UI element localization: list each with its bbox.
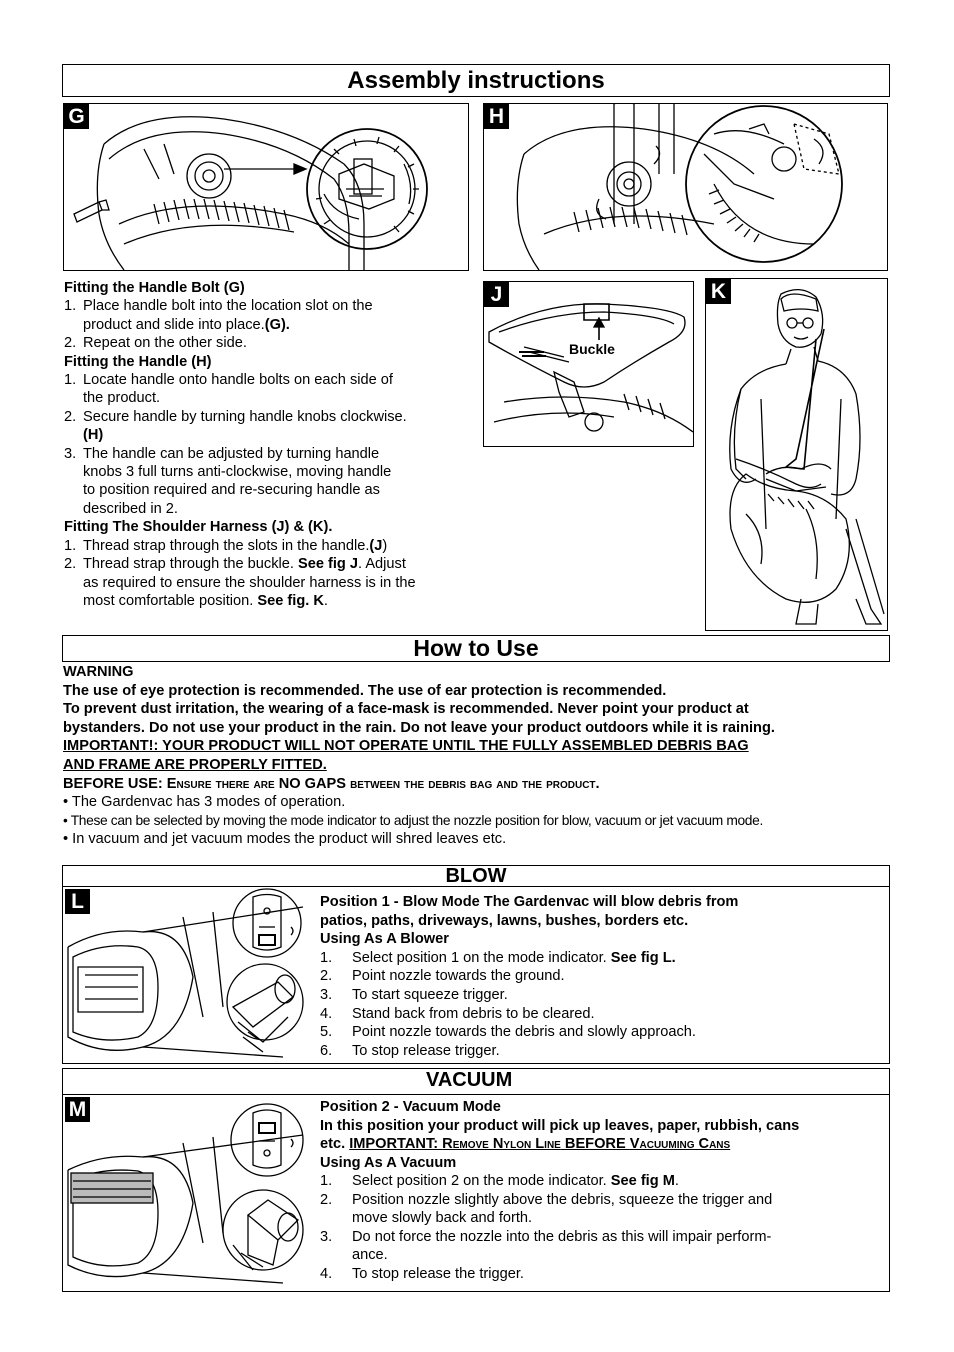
figure-j-label: J xyxy=(484,282,509,307)
how-to-use-title: How to Use xyxy=(62,635,890,662)
vacuum-step-4: 4.To stop release the trigger. xyxy=(320,1265,524,1282)
important-line-2: AND FRAME ARE PROPERLY FITTED. xyxy=(63,756,327,773)
handle-step-1: 1. Locate handle onto handle bolts on ea… xyxy=(64,372,393,407)
assembly-instructions-title: Assembly instructions xyxy=(62,64,890,97)
handle-bolt-illustration xyxy=(73,116,428,270)
warning-line-3: bystanders. Do not use your product in t… xyxy=(63,719,775,736)
blow-subheading: Using As A Blower xyxy=(320,931,449,948)
blow-step-5: 5.Point nozzle towards the debris and sl… xyxy=(320,1024,696,1041)
vacuum-step-2: 2.Position nozzle slightly above the deb… xyxy=(320,1191,773,1227)
vacuum-box xyxy=(62,1094,890,1292)
blow-heading-2: patios, paths, driveways, lawns, bushes,… xyxy=(320,912,689,929)
figure-l-label: L xyxy=(65,889,90,914)
vacuum-line-1: In this position your product will pick … xyxy=(320,1117,800,1134)
warning-line-2: To prevent dust irritation, the wearing … xyxy=(63,701,749,718)
handle-knob-illustration xyxy=(516,104,843,270)
shoulder-strap-illustration xyxy=(488,303,693,433)
figure-k-label: K xyxy=(706,279,731,304)
vacuum-text: Position 2 - Vacuum Mode In this positio… xyxy=(320,1098,885,1283)
vacuum-heading: Position 2 - Vacuum Mode xyxy=(320,1099,501,1115)
handle-bolt-heading: Fitting the Handle Bolt (G) xyxy=(64,280,245,296)
mode-bullet-3: • In vacuum and jet vacuum modes the pro… xyxy=(63,831,507,848)
vacuum-title: VACUUM xyxy=(62,1068,890,1095)
blow-heading-1: Position 1 - Blow Mode The Gardenvac wil… xyxy=(320,894,739,910)
important-line-1: IMPORTANT!: YOUR PRODUCT WILL NOT OPERAT… xyxy=(63,738,749,755)
vacuum-step-1: 1.Select position 2 on the mode indicato… xyxy=(320,1173,679,1189)
vacuum-mode-illustration xyxy=(67,1103,304,1284)
blow-step-1: 1.Select position 1 on the mode indicato… xyxy=(320,949,676,966)
before-use-line: BEFORE USE: Ensure there are NO GAPS bet… xyxy=(63,775,600,792)
person-with-harness-illustration xyxy=(729,289,885,625)
blow-title: BLOW xyxy=(62,865,890,887)
mode-bullet-2: • These can be selected by moving the mo… xyxy=(63,812,763,828)
figure-g: G xyxy=(63,103,469,271)
warning-line-1: The use of eye protection is recommended… xyxy=(63,682,667,699)
blow-step-3: 3.To start squeeze trigger. xyxy=(320,986,508,1003)
mode-bullet-1: • The Gardenvac has 3 modes of operation… xyxy=(63,794,346,811)
warning-section: WARNING The use of eye protection is rec… xyxy=(63,663,913,849)
handle-heading: Fitting the Handle (H) xyxy=(64,353,212,370)
vacuum-subheading: Using As A Vacuum xyxy=(320,1154,457,1171)
warning-label: WARNING xyxy=(63,664,134,680)
harness-step-2: 2. Thread strap through the buckle. See … xyxy=(64,556,416,609)
handle-step-2: 2. Secure handle by turning handle knobs… xyxy=(64,408,407,444)
figure-k: K xyxy=(705,278,888,631)
figure-m-label: M xyxy=(65,1097,90,1122)
blow-step-4: 4.Stand back from debris to be cleared. xyxy=(320,1005,595,1022)
blow-box xyxy=(62,886,890,1064)
figure-m: M xyxy=(63,1095,315,1291)
blow-step-2: 2.Point nozzle towards the ground. xyxy=(320,968,565,985)
figure-g-label: G xyxy=(64,104,89,129)
blow-text: Position 1 - Blow Mode The Gardenvac wil… xyxy=(320,893,885,1060)
handle-bolt-step-2: 2. Repeat on the other side. xyxy=(64,335,247,352)
buckle-label: Buckle xyxy=(569,341,615,357)
vacuum-step-3: 3.Do not force the nozzle into the debri… xyxy=(320,1228,772,1264)
harness-heading: Fitting The Shoulder Harness (J) & (K). xyxy=(64,519,333,536)
figure-h-label: H xyxy=(484,104,509,129)
handle-step-3: 3. The handle can be adjusted by turning… xyxy=(64,445,392,517)
assembly-text: Fitting the Handle Bolt (G) 1. Place han… xyxy=(64,279,474,610)
blow-mode-illustration xyxy=(67,888,304,1058)
blow-step-6: 6.To stop release trigger. xyxy=(320,1042,500,1059)
vacuum-line-2: etc. IMPORTANT: Remove Nylon Line BEFORE… xyxy=(320,1136,731,1152)
figure-j: J Buckle xyxy=(483,281,694,447)
handle-bolt-step-1: 1. Place handle bolt into the location s… xyxy=(64,298,373,333)
figure-h: H xyxy=(483,103,888,271)
harness-step-1: 1. Thread strap through the slots in the… xyxy=(64,537,388,554)
figure-l: L xyxy=(63,887,315,1063)
